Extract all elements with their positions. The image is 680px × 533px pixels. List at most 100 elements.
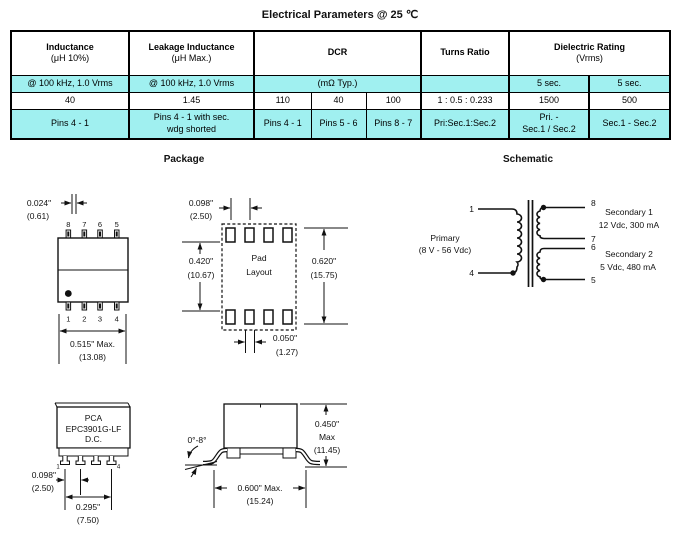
top-view-body-width-mm: (13.08) <box>79 352 106 362</box>
outer-span-dimension <box>304 227 348 325</box>
pad-pitch-mm: (2.50) <box>190 211 212 221</box>
pins-dcr-3: Pins 8 - 7 <box>365 108 422 140</box>
base-strip <box>58 447 129 457</box>
pad-outer-span-in: 0.620" <box>312 256 336 266</box>
header-dcr: DCR <box>252 30 422 76</box>
schematic-pin5-label: 5 <box>591 275 596 285</box>
pins-dielectric-2: Sec.1 - Sec.2 <box>588 108 671 140</box>
transformer-schematic-drawing: 1 4 8 7 6 5 Primary (8 V - 56 Vdc) Secon… <box>419 198 660 287</box>
lead-angle-label: 0°-8° <box>187 435 206 445</box>
part-marking-line1: PCA <box>85 413 103 423</box>
secondary1-winding <box>536 206 585 240</box>
pad-outer-span-mm: (15.75) <box>311 270 338 280</box>
header-turns-ratio: Turns Ratio <box>420 30 510 76</box>
pad-pitch-in: 0.098" <box>189 198 213 208</box>
cond-dielectric-1: 5 sec. <box>508 74 590 93</box>
bottom-pin-label-2: 2 <box>82 315 86 324</box>
schematic-pin1-label: 1 <box>469 204 474 214</box>
front-span-mm: (7.50) <box>77 515 99 525</box>
val-inductance: 40 <box>10 91 130 110</box>
val-dcr-3: 100 <box>365 91 422 110</box>
pins-row: Pins 4 - 1 Pins 4 - 1 with sec. wdg shor… <box>10 108 671 140</box>
pad-width-dimension <box>234 330 266 353</box>
pin1-indicator-dot <box>64 290 72 297</box>
pad-layout-drawing: 0.098" (2.50) Pad Layout 0.420" (10.67) <box>182 198 348 357</box>
lead-angle-annotation <box>184 445 218 478</box>
front-body-outline <box>56 406 131 449</box>
primary-polarity-dot <box>510 270 516 276</box>
val-leakage: 1.45 <box>128 91 255 110</box>
pin-width-dimension <box>61 194 87 214</box>
part-marking-line2: EPC3901G-LF <box>66 424 122 434</box>
bottom-pins <box>65 301 120 311</box>
pins-dielectric-1: Pri. - Sec.1 / Sec.2 <box>508 108 590 140</box>
top-view-body-width-in: 0.515" Max. <box>70 339 115 349</box>
package-top-view-drawing: 0.024" (0.61) 8 7 6 5 <box>27 194 129 364</box>
body-width-dimension <box>58 314 127 364</box>
side-width-mm: (15.24) <box>247 496 274 506</box>
header-leakage: Leakage Inductance(μH Max.) <box>128 30 255 76</box>
top-pin-label-5: 5 <box>115 220 119 229</box>
val-turns-ratio: 1 : 0.5 : 0.233 <box>420 91 510 110</box>
bottom-pin-label-4: 4 <box>115 315 119 324</box>
secondary2-label: Secondary 2 <box>605 249 653 259</box>
secondary2-polarity-dot <box>540 276 547 283</box>
pins-leakage: Pins 4 - 1 with sec. wdg shorted <box>128 108 255 140</box>
front-span-in: 0.295" <box>76 502 100 512</box>
front-pitch-in: 0.098" <box>32 470 56 480</box>
page-title: Electrical Parameters @ 25 ℃ <box>261 9 419 21</box>
front-pins <box>60 456 117 465</box>
pad-width-in: 0.050" <box>273 333 297 343</box>
pad-layout-label-1: Pad <box>251 253 266 263</box>
front-pitch-dimension <box>56 469 112 510</box>
top-view-pin-width-in: 0.024" <box>27 198 51 208</box>
side-height-in: 0.450" <box>315 419 339 429</box>
pad-inner-span-in: 0.420" <box>189 256 213 266</box>
header-inductance: Inductance(μH 10%) <box>10 30 130 76</box>
pad-inner-span-mm: (10.67) <box>188 270 215 280</box>
side-body-outline <box>223 403 298 449</box>
cond-inductance: @ 100 kHz, 1.0 Vrms <box>10 74 130 93</box>
cond-dcr: (mΩ Typ.) <box>252 74 422 93</box>
pad-pitch-dimension <box>219 198 262 220</box>
condition-row: @ 100 kHz, 1.0 Vrms @ 100 kHz, 1.0 Vrms … <box>10 74 671 93</box>
pins-turns-ratio: Pri:Sec.1:Sec.2 <box>420 108 510 140</box>
schematic-pin8-label: 8 <box>591 198 596 208</box>
cond-turns-ratio <box>420 74 510 93</box>
inner-span-dimension <box>182 241 220 312</box>
pad-width-mm: (1.27) <box>276 347 298 357</box>
package-section-title: Package <box>163 154 205 165</box>
front-pin1-label: 1 <box>56 465 60 471</box>
front-pin4-label: 4 <box>117 465 121 471</box>
package-side-view-drawing: 0°-8° 0.450" Max (11.45) 0.600" Max. (15… <box>184 403 347 508</box>
pins-dcr-2: Pins 5 - 6 <box>310 108 367 140</box>
side-base <box>226 447 297 459</box>
height-dimension <box>300 403 347 468</box>
top-pin-label-7: 7 <box>82 220 86 229</box>
width-dimension <box>213 470 307 508</box>
table-header-row: Inductance(μH 10%) Leakage Inductance(μH… <box>10 30 671 76</box>
top-pin-label-6: 6 <box>98 220 102 229</box>
side-width-in: 0.600" Max. <box>237 483 282 493</box>
schematic-pin6-label: 6 <box>591 242 596 252</box>
secondary1-polarity-dot <box>540 204 547 211</box>
schematic-pin7-label: 7 <box>591 234 596 244</box>
schematic-pin4-label: 4 <box>469 268 474 278</box>
gull-wing-leads <box>202 447 321 466</box>
pins-dcr-1: Pins 4 - 1 <box>253 108 312 140</box>
top-pins <box>65 229 120 239</box>
val-dielectric-1: 1500 <box>508 91 590 110</box>
cond-leakage: @ 100 kHz, 1.0 Vrms <box>128 74 255 93</box>
schematic-section-title: Schematic <box>502 154 554 165</box>
body-3d-edge <box>54 402 131 408</box>
primary-label: Primary <box>430 233 460 243</box>
pins-inductance: Pins 4 - 1 <box>10 108 130 140</box>
val-dcr-2: 40 <box>310 91 367 110</box>
core-lines <box>527 200 534 287</box>
secondary2-winding <box>536 247 585 281</box>
secondary1-label: Secondary 1 <box>605 207 653 217</box>
value-row: 40 1.45 110 40 100 1 : 0.5 : 0.233 1500 … <box>10 91 671 110</box>
bottom-pin-label-1: 1 <box>66 315 70 324</box>
bottom-pads <box>225 309 293 325</box>
